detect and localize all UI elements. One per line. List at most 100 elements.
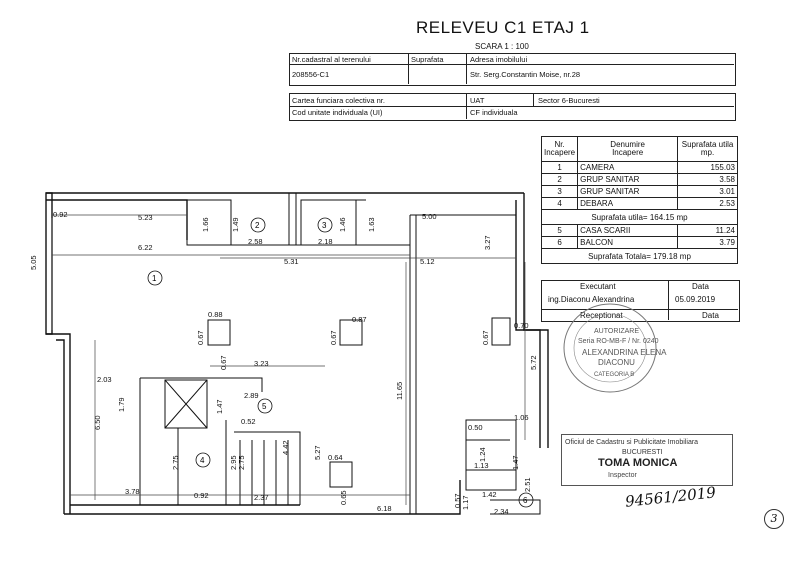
- executant-date: 05.09.2019: [675, 295, 716, 304]
- dimension-label: 2.75: [171, 455, 180, 470]
- divider: [668, 280, 669, 320]
- dimension-label: 3.78: [125, 487, 140, 496]
- cf-individuala-label: CF individuala: [470, 108, 518, 117]
- dimension-label: 0.70: [514, 321, 529, 330]
- office-stamp-name: TOMA MONICA: [598, 457, 678, 469]
- dimension-lines: [51, 214, 526, 505]
- dimension-label: 5.12: [420, 257, 435, 266]
- dimension-label: 1.66: [201, 217, 210, 232]
- dimension-label: 1.47: [511, 455, 520, 470]
- inner-walls: [139, 193, 541, 515]
- grand-total: Suprafata Totala= 179.18 mp: [541, 248, 738, 264]
- dimension-label: 0.92: [194, 491, 209, 500]
- outer-walls: [45, 192, 549, 515]
- divider: [408, 53, 409, 84]
- nr-cadastral-label: Nr.cadastral al terenului: [292, 55, 371, 64]
- authorizer-stamp: [563, 303, 657, 393]
- office-stamp-line: Inspector: [608, 472, 637, 479]
- divider: [541, 309, 738, 310]
- dimension-label: 1.46: [338, 217, 347, 232]
- dimension-label: 1.17: [461, 495, 470, 510]
- dimension-label: 0.52: [241, 417, 256, 426]
- dimension-label: 4.42: [281, 440, 290, 455]
- rooms-table: Nr. Incapere Denumire Incapere Suprafata…: [540, 136, 738, 264]
- room-label-4: 4: [200, 456, 205, 465]
- pillar: [339, 319, 363, 346]
- pillar: [207, 319, 231, 346]
- dimension-label: 3.27: [483, 235, 492, 250]
- dimension-labels: 0.92 5.23 6.22 5.05 1.66 1.49 2.58 1.46 …: [29, 210, 538, 516]
- dimension-label: 3.23: [254, 359, 269, 368]
- dimension-label: 2.89: [244, 391, 259, 400]
- dimension-label: 6.50: [93, 415, 102, 430]
- dimension-label: 1.06: [514, 413, 529, 422]
- dimension-label: 1.47: [215, 399, 224, 414]
- drawing-title: RELEVEU C1 ETAJ 1: [416, 18, 590, 37]
- dimension-label: 2.75: [237, 455, 246, 470]
- executant-label: Executant: [580, 282, 616, 291]
- drawing-scale: SCARA 1 : 100: [475, 42, 529, 51]
- dimension-label: 0.64: [328, 453, 343, 462]
- uat-label: UAT: [470, 96, 485, 105]
- receptionat-data-label: Data: [702, 311, 719, 320]
- carte-funciara-label: Cartea funciara colectiva nr.: [292, 96, 385, 105]
- dimension-label: 1.42: [482, 490, 497, 499]
- dimension-label: 6.22: [138, 243, 153, 252]
- elevator-shaft: [164, 379, 208, 429]
- dimension-label: 1.49: [231, 217, 240, 232]
- dimension-label: 2.18: [318, 237, 333, 246]
- divider: [533, 93, 534, 106]
- dimension-label: 5.27: [313, 445, 322, 460]
- executant-name: ing.Diaconu Alexandrina: [548, 295, 635, 304]
- header-nr: Nr. Incapere: [540, 136, 579, 162]
- dimension-label: 0.92: [53, 210, 68, 219]
- dimension-label: 0.57: [453, 493, 462, 508]
- executant-data-label: Data: [692, 282, 709, 291]
- dimension-label: 2.03: [97, 375, 112, 384]
- dimension-label: 11.65: [395, 382, 404, 400]
- office-stamp-line: BUCURESTI: [622, 449, 663, 456]
- room-label-2: 2: [255, 221, 260, 230]
- uat-value: Sector 6-Bucuresti: [538, 96, 600, 105]
- room-label-6: 6: [523, 496, 528, 505]
- dimension-label: 0.67: [329, 330, 338, 345]
- page-number: 3: [764, 509, 784, 529]
- dimension-label: 2.37: [254, 493, 269, 502]
- grand-total-row: Suprafata Totala= 179.18 mp: [541, 248, 738, 264]
- stamp-line: DIACONU: [598, 358, 635, 367]
- divider: [466, 93, 467, 119]
- dimension-label: 0.88: [208, 310, 223, 319]
- stamp-line: Seria RO-MB-F / Nr. 0240: [578, 338, 659, 345]
- adresa-label: Adresa imobilului: [470, 55, 528, 64]
- dimension-label: 0.67: [219, 355, 228, 370]
- divider: [466, 53, 467, 84]
- dimension-label: 0.67: [481, 330, 490, 345]
- nr-cadastral-value: 208556-C1: [292, 70, 330, 79]
- dimension-label: 0.50: [468, 423, 483, 432]
- info-box-top: [289, 53, 736, 86]
- stamp-line: CATEGORIA B: [594, 372, 635, 378]
- pillar: [329, 461, 353, 488]
- cod-unitate-label: Cod unitate individuala (UI): [292, 108, 383, 117]
- dimension-label: 6.18: [377, 504, 392, 513]
- dimension-label: 2.51: [523, 477, 532, 492]
- dimension-label: 0.87: [352, 315, 367, 324]
- dimension-label: 0.65: [339, 490, 348, 505]
- info-box-bottom: [289, 93, 736, 121]
- dimension-label: 5.72: [529, 355, 538, 370]
- stamp-line: AUTORIZARE: [594, 328, 639, 335]
- dimension-label: 1.63: [367, 217, 376, 232]
- dimension-label: 5.31: [284, 257, 299, 266]
- pillar: [491, 317, 511, 346]
- stamp-line: ALEXANDRINA ELENA: [582, 348, 667, 357]
- suprafata-label: Suprafata: [411, 55, 444, 64]
- receptionat-label: Receptionat: [580, 311, 623, 320]
- divider: [289, 106, 734, 107]
- dimension-label: 2.58: [248, 237, 263, 246]
- room-label-1: 1: [152, 274, 157, 283]
- header-name: Denumire Incapere: [577, 136, 679, 162]
- dimension-label: 1.13: [474, 461, 489, 470]
